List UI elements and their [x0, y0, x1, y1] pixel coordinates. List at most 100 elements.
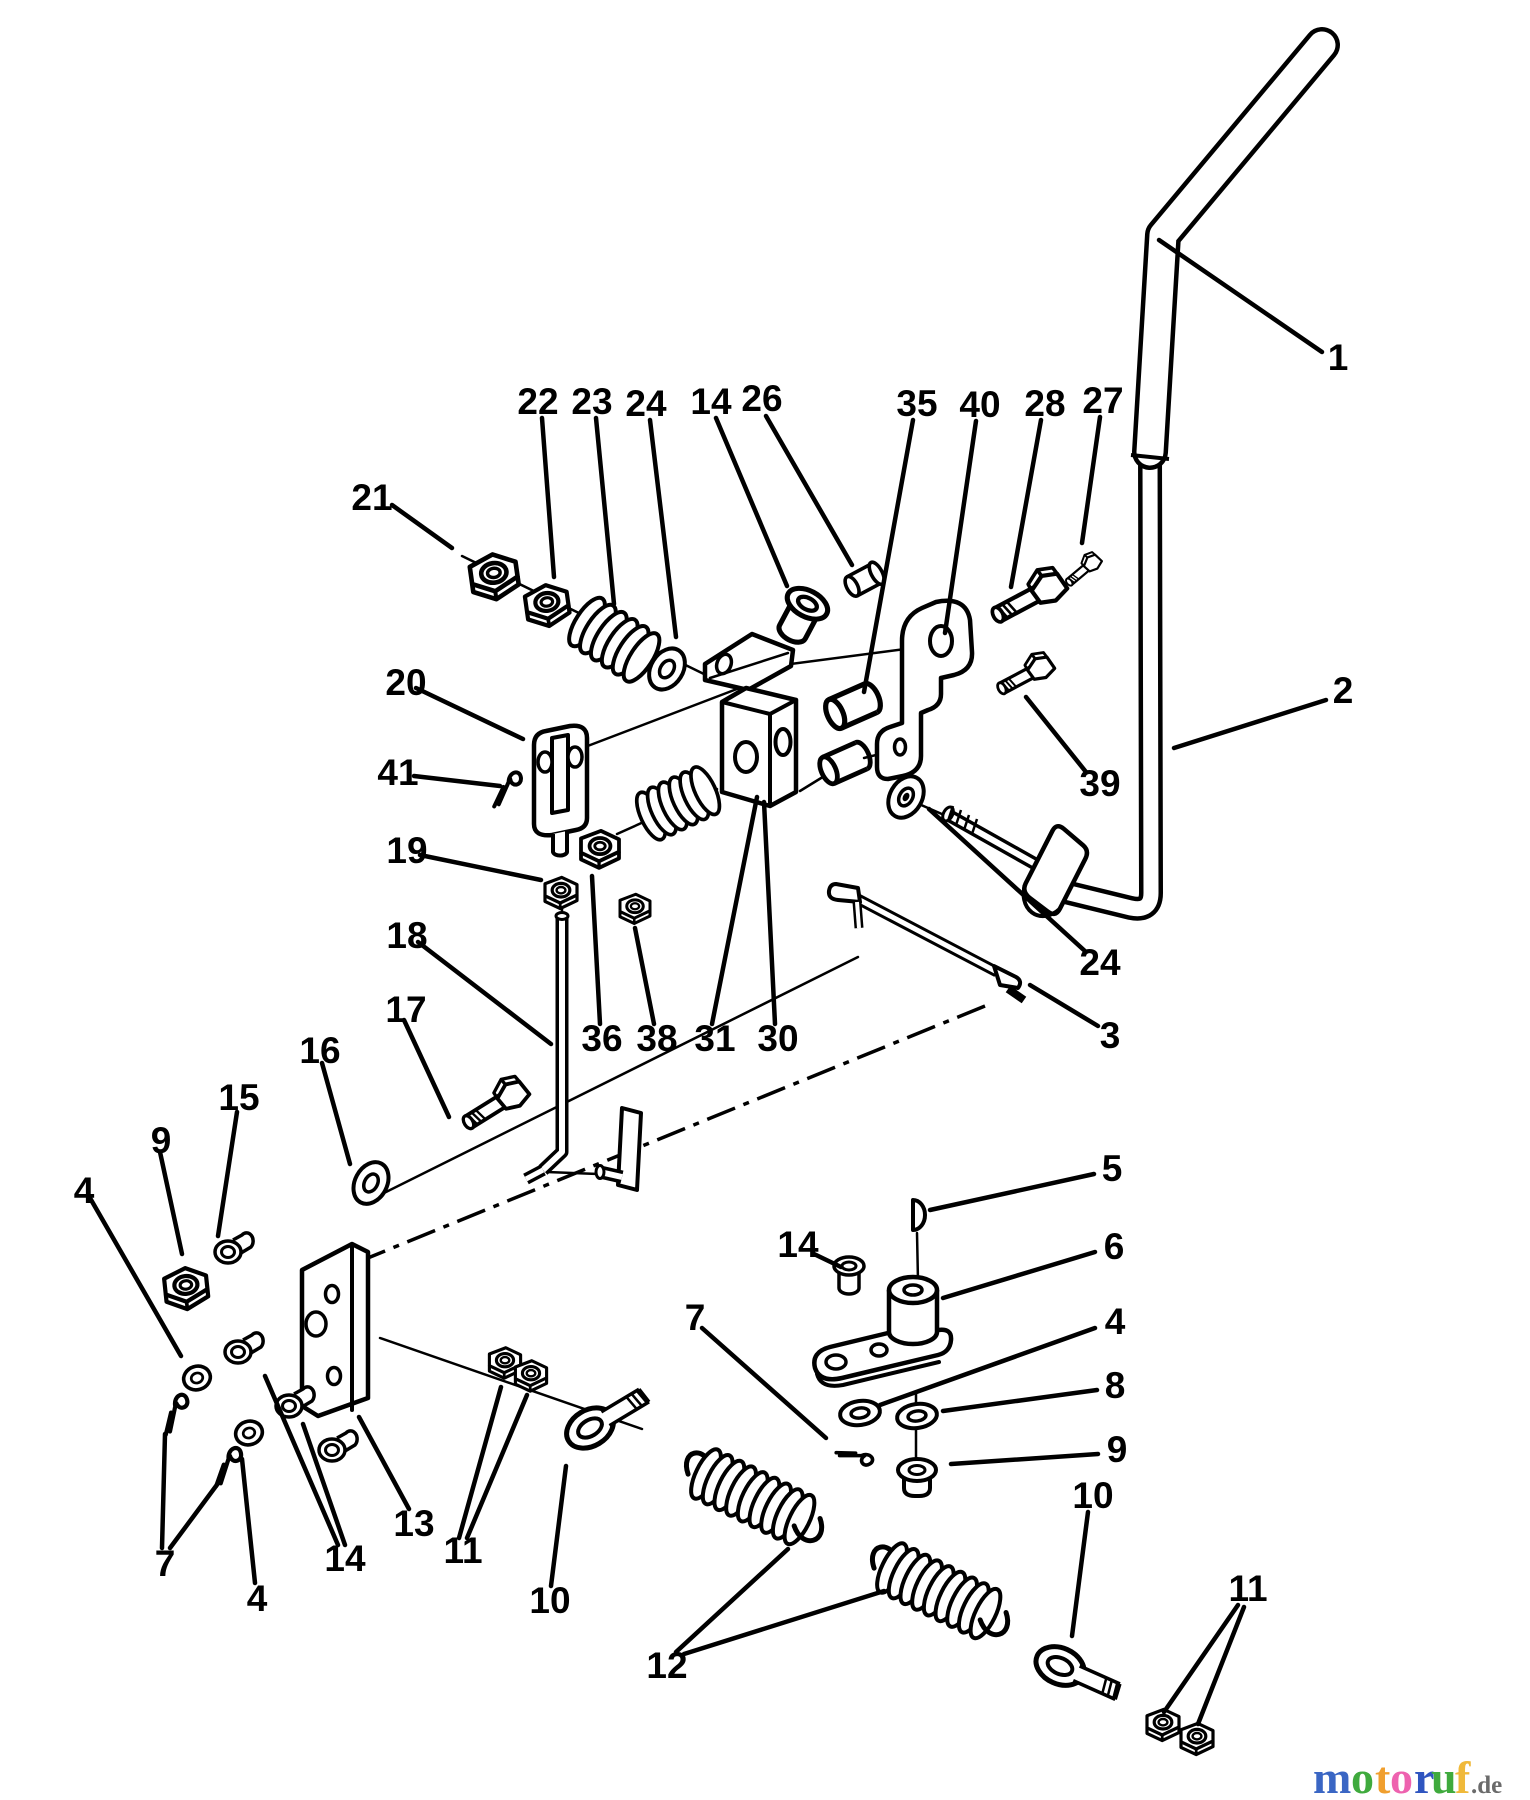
callout-41: 41 [377, 752, 418, 793]
part-spring-12a [673, 1440, 833, 1555]
callout-18: 18 [386, 915, 427, 956]
leader-lines [87, 237, 1329, 1727]
part-z-bracket-40 [874, 598, 975, 782]
part-hairpin-7a [166, 1395, 188, 1435]
callout-27: 27 [1082, 380, 1123, 421]
watermark-letter[interactable]: f [1455, 1752, 1471, 1800]
part-spacer-35 [822, 681, 885, 732]
callout-2: 2 [1333, 670, 1354, 711]
part-nut-11-left-b [513, 1359, 549, 1393]
part-washer-4-right [836, 1396, 884, 1430]
callout-8: 8 [1105, 1365, 1126, 1406]
part-hex-nut-21 [469, 551, 521, 602]
part-clamp-bolt-24 [941, 805, 1050, 876]
watermark-letter[interactable]: o [1351, 1752, 1374, 1800]
part-nut-11-right-a [1145, 1707, 1181, 1743]
callout-21: 21 [351, 477, 392, 518]
watermark-letter[interactable]: u [1431, 1752, 1457, 1800]
callout-11-left: 11 [443, 1530, 482, 1571]
part-plate-13 [299, 1241, 371, 1419]
part-spring-lower [629, 761, 728, 846]
callout-16: 16 [299, 1030, 340, 1071]
callout-13: 13 [393, 1503, 434, 1544]
watermark-letter[interactable]: m [1313, 1752, 1351, 1800]
part-hairpin-7-right [834, 1443, 876, 1473]
callout-28: 28 [1024, 383, 1065, 424]
part-nut-19 [543, 875, 579, 911]
callout-40: 40 [959, 384, 1000, 425]
callout-9-left: 9 [151, 1120, 172, 1161]
callout-24: 24 [625, 383, 667, 424]
part-clevis-20 [531, 723, 590, 858]
watermark-logo[interactable]: m o t o r u f .de [1313, 1752, 1502, 1800]
part-shoulder-bolt-15 [213, 1231, 255, 1265]
part-washer-24-lower [879, 767, 933, 827]
callout-labels: 21 22 23 24 14 26 35 40 28 27 1 2 39 24 … [74, 337, 1354, 1686]
watermark-letter[interactable]: r [1414, 1752, 1434, 1800]
watermark-suffix[interactable]: .de [1471, 1772, 1502, 1799]
part-washer-16 [347, 1156, 396, 1210]
part-washer-4b [230, 1415, 268, 1451]
part-eyebolt-10-right [1030, 1639, 1126, 1708]
part-bushing-14-right [832, 1255, 866, 1296]
center-line [335, 1004, 986, 1273]
callout-9-right: 9 [1107, 1429, 1128, 1470]
callout-7-left: 7 [155, 1543, 176, 1584]
part-nut-11-right-b [1179, 1721, 1215, 1757]
part-fitting-27 [1059, 547, 1105, 591]
callout-19: 19 [386, 830, 427, 871]
part-corner-bracket [702, 631, 796, 693]
callout-15: 15 [218, 1077, 259, 1118]
part-handle-grip [1130, 27, 1340, 470]
callout-7-right: 7 [685, 1297, 706, 1338]
callout-30: 30 [757, 1018, 798, 1059]
part-control-rod [1054, 451, 1164, 921]
part-nut-36 [579, 828, 621, 870]
callout-17: 17 [385, 989, 426, 1030]
part-key-5 [911, 1198, 927, 1232]
callout-6: 6 [1104, 1226, 1125, 1267]
callout-11-right: 11 [1228, 1568, 1267, 1609]
part-saddle-clamp [1021, 823, 1090, 919]
callout-24-lower: 24 [1079, 942, 1121, 983]
callout-35: 35 [896, 383, 937, 424]
watermark-letter[interactable]: o [1390, 1752, 1413, 1800]
part-shoulder-bolt-14c [317, 1429, 359, 1463]
callout-39: 39 [1079, 763, 1120, 804]
part-bolt-39 [989, 646, 1059, 702]
callout-4-left: 4 [74, 1170, 95, 1211]
callout-5: 5 [1102, 1148, 1123, 1189]
callout-14-bottom: 14 [324, 1538, 366, 1579]
part-shoulder-bolt-14a [223, 1331, 265, 1365]
part-spacer-30 [816, 740, 874, 787]
callout-14-right: 14 [777, 1224, 819, 1265]
callout-36: 36 [581, 1018, 622, 1059]
callout-20: 20 [385, 662, 426, 703]
part-bushing-9-right [896, 1457, 938, 1498]
part-nut-38 [618, 892, 652, 925]
part-link-rod-3 [826, 882, 1027, 1004]
part-rod-18 [523, 911, 570, 1185]
part-pivot-block-31 [719, 685, 799, 809]
callout-14: 14 [690, 381, 732, 422]
callout-4-bottom: 4 [247, 1578, 268, 1619]
callout-3: 3 [1100, 1015, 1121, 1056]
callout-4-right: 4 [1105, 1301, 1126, 1342]
part-crank-strap [594, 1106, 643, 1192]
callout-10-left: 10 [529, 1580, 570, 1621]
callout-31: 31 [694, 1018, 735, 1059]
callout-23: 23 [571, 381, 612, 422]
part-cotter-pin-41 [492, 767, 525, 813]
part-lever-arm-6 [812, 1274, 954, 1388]
part-bushing-14 [769, 582, 833, 650]
callout-38: 38 [636, 1018, 677, 1059]
watermark-letter[interactable]: t [1375, 1752, 1391, 1800]
callout-26: 26 [741, 378, 782, 419]
callout-22: 22 [517, 381, 558, 422]
part-bolt-28 [984, 562, 1070, 630]
callout-10-right: 10 [1072, 1475, 1113, 1516]
callout-1: 1 [1328, 337, 1349, 378]
parts-artwork [163, 27, 1340, 1757]
part-washer-4a [178, 1360, 216, 1396]
